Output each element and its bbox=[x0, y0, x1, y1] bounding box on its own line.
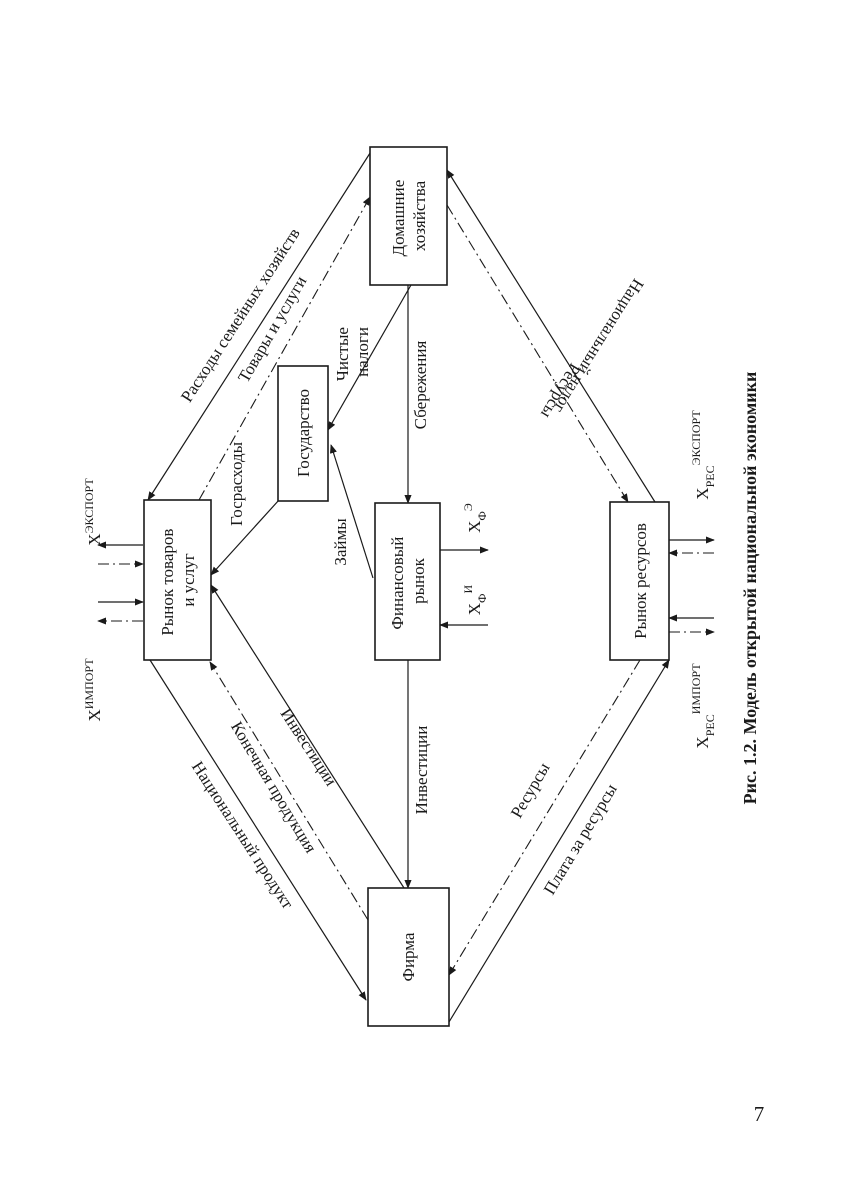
figure-caption: Рис. 1.2. Модель открытой национальной э… bbox=[740, 372, 760, 805]
investments-vert-label: Инвестиции bbox=[412, 726, 431, 815]
household-spending-arrow bbox=[147, 149, 373, 501]
resource-market-label: Рынок ресурсов bbox=[631, 523, 650, 639]
national-income-arrow bbox=[446, 169, 656, 503]
xf-import-label: XФИ bbox=[461, 584, 489, 615]
savings-label: Сбережения bbox=[411, 341, 430, 430]
government-label: Государство bbox=[294, 389, 313, 477]
svg-text:Чистые налоги: Чистые налоги bbox=[333, 323, 372, 381]
gov-spending-label: Госрасходы bbox=[227, 441, 246, 526]
financial-market-line-1: Финансовый bbox=[388, 537, 407, 630]
resources-firm-arrow bbox=[448, 659, 641, 976]
net-taxes-arrow bbox=[327, 284, 412, 431]
goods-services-arrow bbox=[198, 196, 371, 501]
investments-diag-label: Инвестиции bbox=[277, 705, 341, 790]
loans-label: Займы bbox=[331, 518, 350, 566]
xres-export-label: XРЕСЭКСПОРТ bbox=[689, 410, 717, 500]
svg-text:Домашние хозяйства: Домашние хозяйства bbox=[389, 175, 429, 256]
households-line-1: Домашние bbox=[389, 180, 408, 257]
financial-market-box: Финансовый рынок bbox=[374, 502, 441, 661]
goods-market-line-1: Рынок товаров bbox=[158, 529, 177, 636]
loans-arrow bbox=[330, 444, 374, 579]
government-box: Государство bbox=[277, 365, 329, 502]
svg-text:Финансовый рынок: Финансовый рынок bbox=[388, 532, 428, 629]
x-import-label: XИМПОРТ bbox=[82, 658, 104, 722]
resources-firm-label: Ресурсы bbox=[507, 759, 554, 821]
resource-payment-label: Плата за ресурсы bbox=[540, 780, 621, 898]
investments-diag-arrow bbox=[210, 584, 405, 889]
x-export-label: XЭКСПОРТ bbox=[82, 478, 104, 546]
households-line-2: хозяйства bbox=[410, 180, 429, 251]
resource-payment-arrow bbox=[448, 659, 670, 1023]
final-product-arrow bbox=[209, 661, 369, 921]
net-taxes-line-2: налоги bbox=[353, 327, 372, 377]
financial-market-line-2: рынок bbox=[409, 557, 428, 604]
national-product-arrow bbox=[149, 659, 367, 1001]
goods-market-box: Рынок товаров и услуг bbox=[143, 499, 212, 661]
net-taxes-line-1: Чистые bbox=[333, 327, 352, 381]
svg-text:Рынок товаров и услуг: Рынок товаров и услуг bbox=[158, 524, 198, 635]
firm-box: Фирма bbox=[367, 887, 450, 1027]
resources-hh-arrow bbox=[446, 204, 629, 503]
page-number: 7 bbox=[754, 1102, 765, 1126]
households-box: Домашние хозяйства bbox=[369, 146, 448, 286]
gov-spending-arrow bbox=[210, 499, 280, 576]
resource-market-box: Рынок ресурсов bbox=[609, 501, 670, 661]
xf-export-label: XФЭ bbox=[461, 503, 489, 533]
xres-import-label: XРЕСИМПОРТ bbox=[689, 663, 717, 749]
goods-market-line-2: и услуг bbox=[179, 553, 198, 606]
firm-label: Фирма bbox=[399, 932, 418, 981]
